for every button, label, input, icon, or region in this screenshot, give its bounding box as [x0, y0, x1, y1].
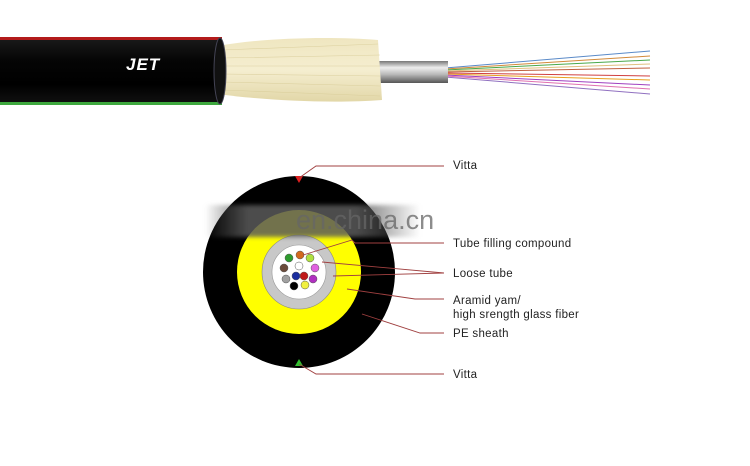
vitta-bottom-marker: [295, 359, 303, 366]
watermark: en.china.cn: [296, 205, 435, 235]
label-loose-tube: Loose tube: [453, 268, 513, 280]
cable-svg: [0, 37, 651, 105]
label-pe-sheath: PE sheath: [453, 328, 509, 340]
vitta-top-marker: [295, 176, 303, 183]
cable-illustration: [0, 0, 750, 130]
label-aramid-line2: high srength glass fiber: [453, 309, 580, 321]
label-tube-filling: Tube filling compound: [453, 238, 572, 250]
loose-tube-render: [378, 61, 448, 83]
watermark-band: [205, 205, 420, 237]
label-vitta-top: Vitta: [453, 160, 478, 172]
label-aramid-line1: Aramid yam/: [453, 295, 521, 307]
brand-text: JET: [126, 55, 161, 74]
label-vitta-bottom: Vitta: [453, 369, 478, 381]
fibers: [279, 250, 320, 291]
fiber-bundle: [444, 50, 651, 95]
